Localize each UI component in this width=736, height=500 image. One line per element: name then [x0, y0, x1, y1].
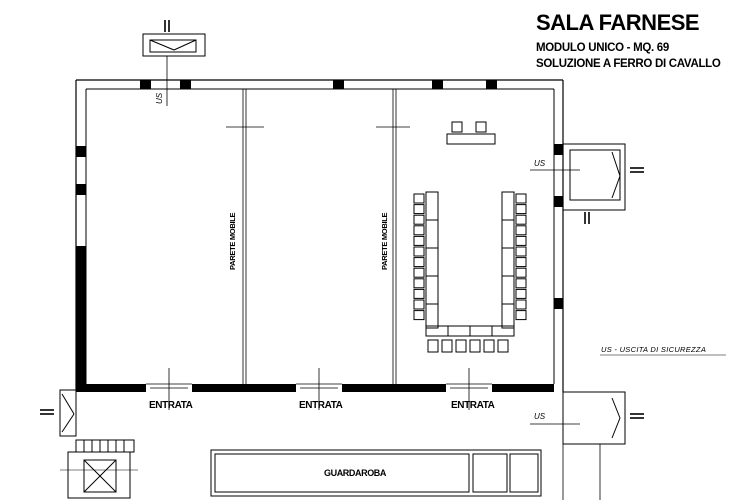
emergency-exit-right-lower [530, 391, 644, 445]
stairwell [60, 439, 138, 499]
chair [413, 267, 425, 278]
chair [469, 339, 481, 353]
corridor [562, 392, 601, 500]
chair [515, 288, 527, 299]
emergency-exit-top [142, 20, 206, 106]
emergency-exit-left [40, 389, 77, 437]
entrance-3: ENTRATA [450, 368, 495, 411]
chair [515, 267, 527, 278]
chair [441, 339, 453, 353]
legend-text: US - USCITA DI SICUREZZA [601, 345, 706, 354]
entrance-2: ENTRATA [299, 368, 343, 411]
chair [413, 257, 425, 268]
chairs-right-side [515, 193, 527, 321]
wall-columns [76, 80, 563, 386]
chair [515, 310, 527, 321]
layout-subtitle: SOLUZIONE A FERRO DI CAVALLO [536, 58, 721, 70]
emergency-exit-label-right-upper: US [534, 159, 546, 168]
bottom-wall [76, 384, 554, 392]
emergency-exit-label-right-lower: US [534, 412, 546, 421]
chair [427, 339, 439, 353]
room-size-subtitle: MODULO UNICO - MQ. 69 [536, 42, 669, 54]
chair [413, 246, 425, 257]
chair [515, 225, 527, 236]
chair [515, 278, 527, 289]
chair [413, 225, 425, 236]
chair [455, 339, 467, 353]
chair [413, 299, 425, 310]
page-title: SALA FARNESE [536, 10, 699, 35]
entrance-label-1: ENTRATA [149, 400, 193, 411]
cloakroom [210, 449, 542, 497]
chair [413, 278, 425, 289]
chair [413, 193, 425, 204]
horseshoe-tables [425, 191, 515, 337]
partition-label-2: PARETE MOBILE [380, 212, 389, 270]
legend: US - USCITA DI SICUREZZA [600, 345, 726, 356]
speaker-table [446, 121, 496, 145]
chair [497, 339, 509, 353]
chair [413, 204, 425, 215]
entrance-1: ENTRATA [149, 368, 193, 411]
chair [515, 214, 527, 225]
chair [515, 257, 527, 268]
entrance-label-2: ENTRATA [299, 400, 343, 411]
cloakroom-label: GUARDAROBA [324, 468, 387, 478]
chairs-left-side [413, 193, 425, 321]
chair [413, 235, 425, 246]
chair [515, 246, 527, 257]
chair [515, 235, 527, 246]
partition-label-1: PARETE MOBILE [228, 212, 237, 270]
emergency-exit-label-top: US [155, 92, 164, 104]
chair [483, 339, 495, 353]
chair [515, 204, 527, 215]
chair [515, 299, 527, 310]
chairs-front-row [427, 339, 509, 353]
emergency-exit-right-upper [530, 143, 644, 224]
chair [413, 310, 425, 321]
chair [515, 193, 527, 204]
chair [413, 214, 425, 225]
entrance-label-3: ENTRATA [451, 400, 495, 411]
room-walls [75, 79, 564, 392]
mobile-partitions [226, 89, 410, 384]
chair [413, 288, 425, 299]
